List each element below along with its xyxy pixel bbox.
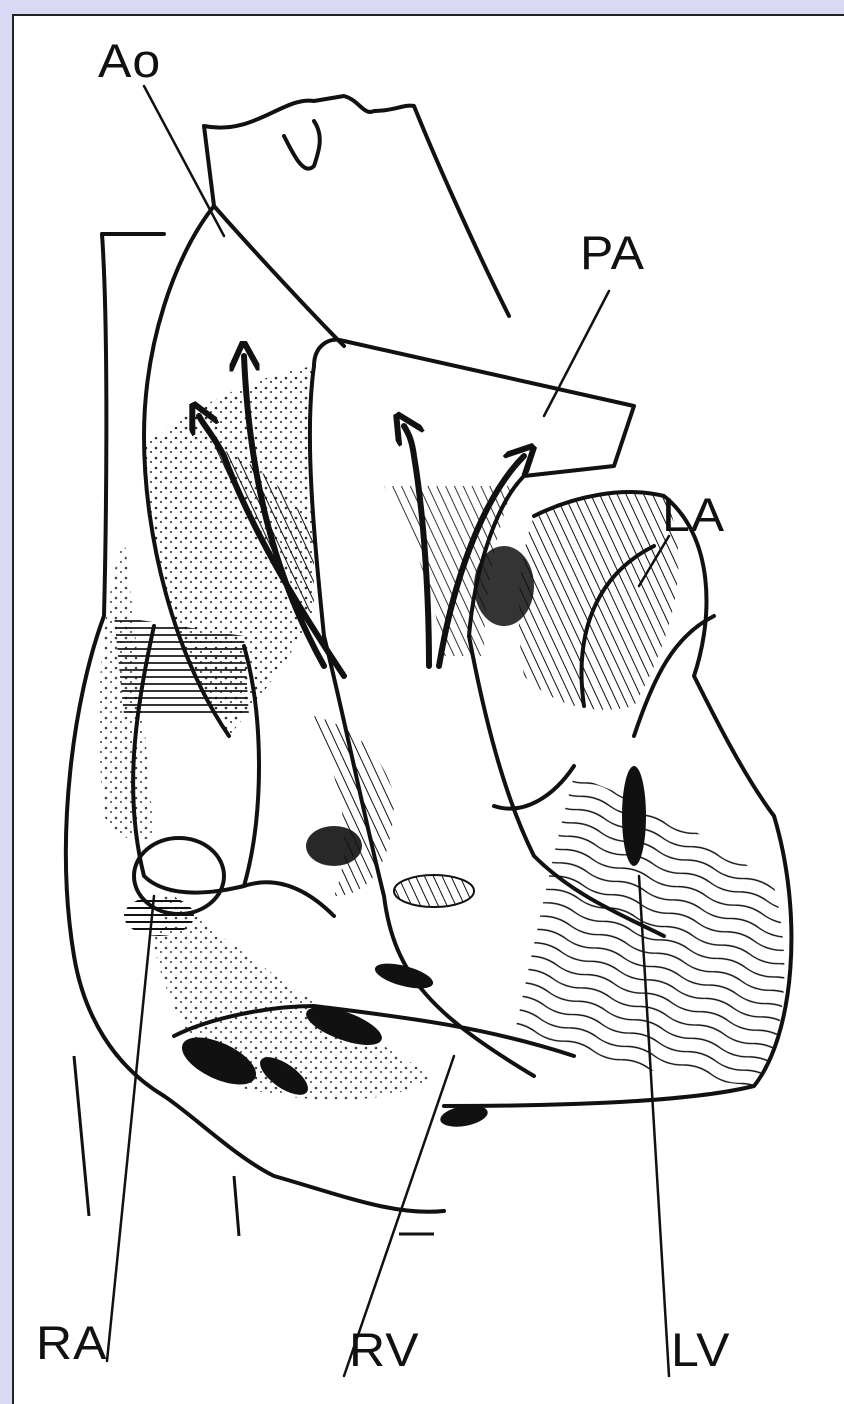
label-pulmonary-artery: PA [580, 225, 645, 280]
label-right-ventricle: RV [349, 1322, 420, 1377]
heart-illustration [14, 16, 844, 1404]
label-left-ventricle: LV [671, 1322, 730, 1377]
shading [99, 366, 784, 1130]
label-right-atrium: RA [36, 1315, 107, 1370]
label-left-atrium: LA [662, 487, 725, 542]
label-aorta: Ao [98, 33, 161, 88]
diagram-frame: Ao PA LA RA RV LV [12, 14, 844, 1404]
